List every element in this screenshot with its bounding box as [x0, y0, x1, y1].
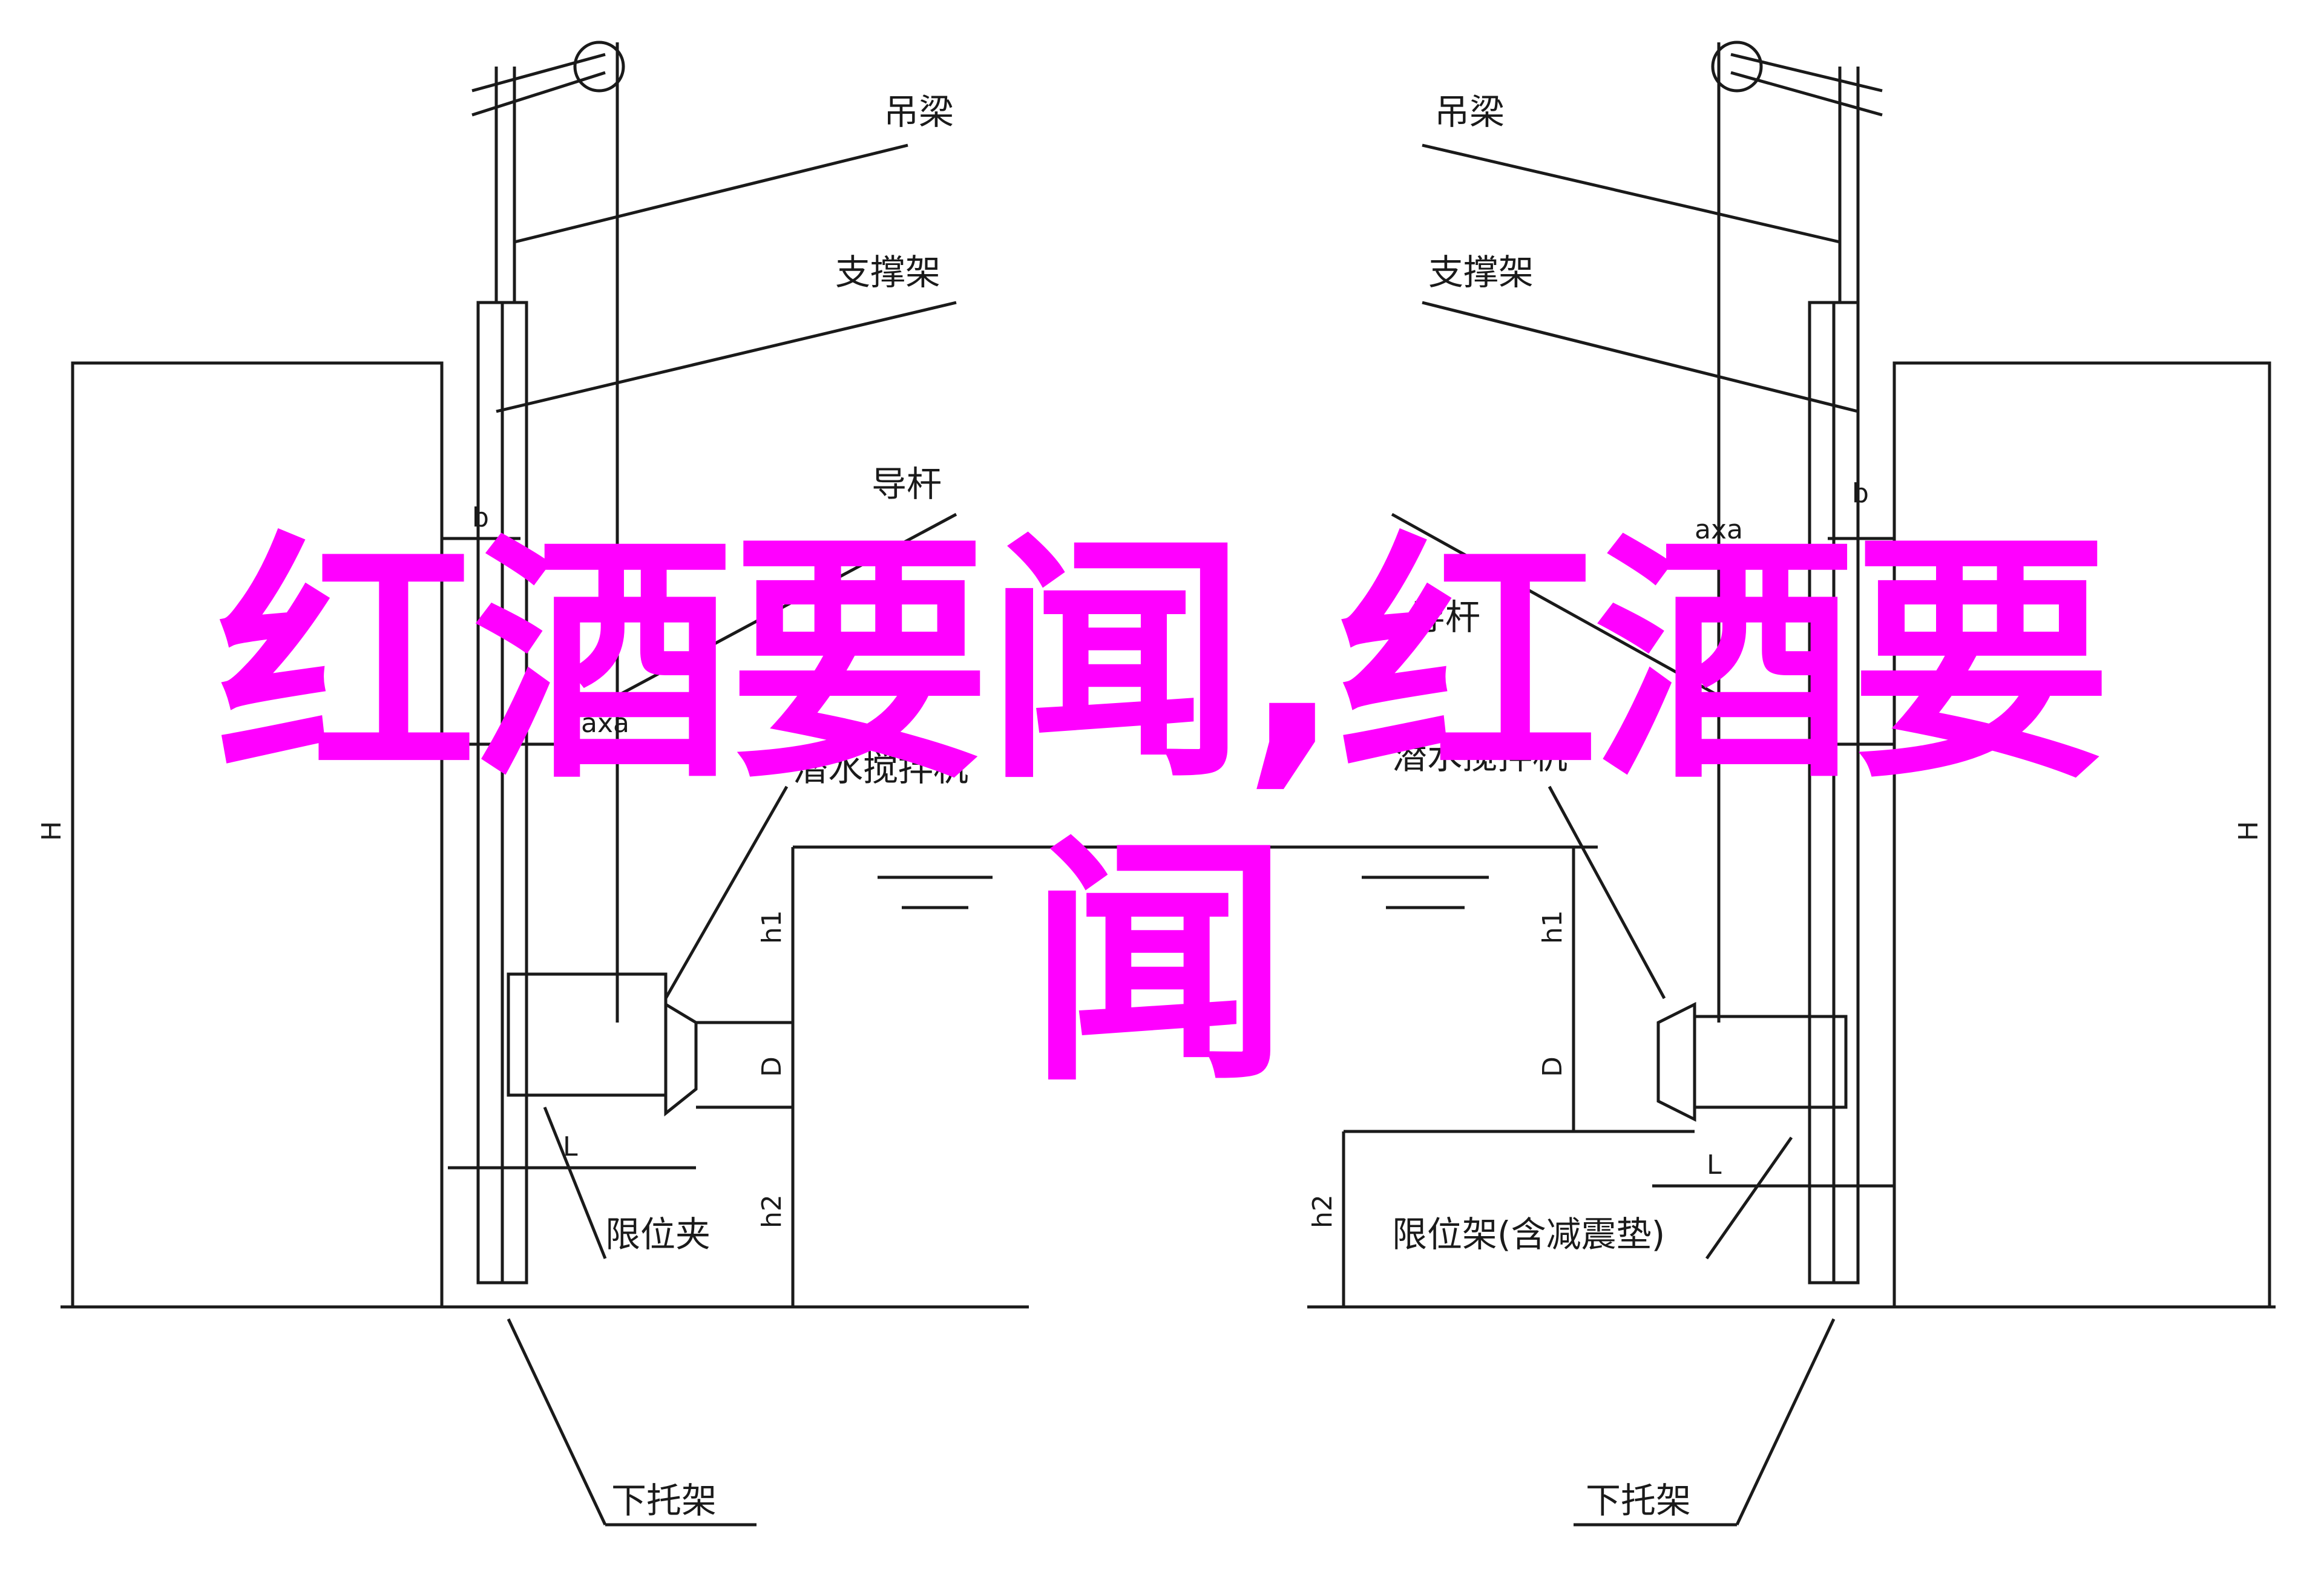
left-mixer-body [507, 972, 668, 1097]
left-label-mixer: 潜水搅拌机 [793, 748, 968, 789]
left-diagram [61, 41, 1598, 1527]
left-label-support: 支撑架 [835, 252, 940, 293]
right-mixer-body [1693, 1015, 1848, 1109]
right-label-lower-bracket: 下托架 [1586, 1480, 1691, 1521]
right-dim-h1: h1 [1537, 910, 1568, 944]
left-label-guide-rod: 导杆 [872, 463, 942, 505]
left-label-lower-bracket: 下托架 [611, 1480, 717, 1521]
right-dim-d: D [1537, 1056, 1568, 1077]
left-label-beam: 吊梁 [884, 91, 954, 133]
right-diagram [1307, 41, 2276, 1527]
right-label-support: 支撑架 [1428, 252, 1534, 293]
right-label-guide-rod: 导杆 [1410, 597, 1480, 638]
right-tank-wall [1892, 361, 2271, 1309]
left-tank-wall [71, 361, 444, 1309]
left-dim-h1: h1 [757, 910, 787, 944]
right-dim-h2: h2 [1307, 1194, 1338, 1228]
right-label-beam: 吊梁 [1434, 91, 1505, 133]
left-dim-axa: axa [581, 708, 629, 739]
left-dim-b: b [472, 502, 489, 533]
left-dim-h: H [36, 821, 67, 841]
left-dim-d: D [757, 1056, 787, 1077]
left-label-limit: 限位夹 [605, 1214, 711, 1255]
right-dim-h: H [2233, 821, 2264, 841]
right-label-limit: 限位架(含减震垫) [1392, 1214, 1665, 1255]
left-dim-l: L [563, 1131, 578, 1162]
right-dim-axa: axa [1695, 514, 1743, 545]
right-label-mixer: 潜水搅拌机 [1392, 736, 1567, 777]
left-hoist-beam [471, 53, 606, 93]
right-dim-b: b [1852, 478, 1869, 509]
right-dim-l: L [1707, 1150, 1722, 1180]
left-dim-h2: h2 [757, 1194, 787, 1228]
right-hoist-beam [1730, 53, 1883, 93]
